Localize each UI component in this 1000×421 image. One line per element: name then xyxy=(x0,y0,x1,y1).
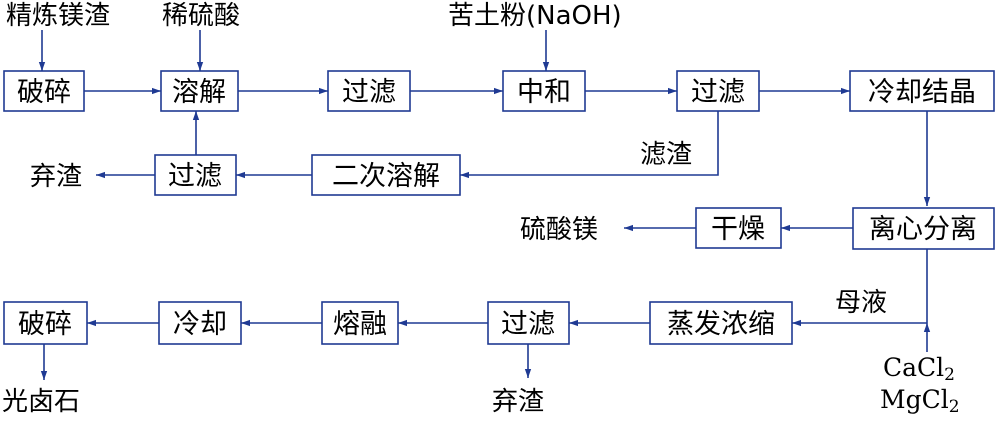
step-crush-1-label: 破碎 xyxy=(17,77,71,108)
step-neutralize-label: 中和 xyxy=(517,77,571,108)
additive-cacl2: CaCl2 xyxy=(883,353,955,385)
step-filter-1-label: 过滤 xyxy=(342,77,396,108)
step-crush-2: 破碎 xyxy=(3,301,88,345)
step-cool-crystallize: 冷却结晶 xyxy=(849,70,995,112)
step-dry-label: 干燥 xyxy=(711,214,765,245)
product-magnesium-sulfate: 硫酸镁 xyxy=(520,215,598,245)
additive-mgcl2-base: MgCl xyxy=(880,385,949,414)
step-evaporate: 蒸发浓缩 xyxy=(649,301,793,345)
step-filter-2-label: 过滤 xyxy=(691,77,745,108)
label-mother-liquor: 母液 xyxy=(835,288,887,318)
input-dilute-acid: 稀硫酸 xyxy=(162,1,240,31)
step-centrifuge: 离心分离 xyxy=(852,207,995,250)
step-melt-label: 熔融 xyxy=(333,309,387,340)
step-second-dissolve: 二次溶解 xyxy=(311,154,461,196)
flow-arrows xyxy=(38,30,931,380)
step-dry: 干燥 xyxy=(695,207,782,249)
step-melt: 熔融 xyxy=(321,301,399,345)
step-dissolve: 溶解 xyxy=(160,70,239,112)
step-cool-crystallize-label: 冷却结晶 xyxy=(868,77,976,108)
label-filter-residue: 滤渣 xyxy=(640,140,692,170)
step-centrifuge-label: 离心分离 xyxy=(869,214,977,245)
step-cool: 冷却 xyxy=(158,301,242,345)
step-filter-3: 过滤 xyxy=(154,154,237,196)
step-evaporate-label: 蒸发浓缩 xyxy=(667,309,775,340)
step-neutralize: 中和 xyxy=(502,70,586,112)
step-filter-4-label: 过滤 xyxy=(501,309,555,340)
step-dissolve-label: 溶解 xyxy=(172,77,226,108)
arrow-residue-to-second-dissolve xyxy=(460,111,719,179)
label-discard-residue-1: 弃渣 xyxy=(30,162,82,192)
additive-cacl2-base: CaCl xyxy=(883,353,944,382)
step-filter-3-label: 过滤 xyxy=(168,161,222,192)
step-crush-2-label: 破碎 xyxy=(18,309,72,340)
additive-mgcl2: MgCl2 xyxy=(880,385,960,417)
step-filter-1: 过滤 xyxy=(327,70,411,112)
step-cool-label: 冷却 xyxy=(173,309,227,340)
step-filter-2: 过滤 xyxy=(676,70,760,112)
step-second-dissolve-label: 二次溶解 xyxy=(332,161,440,192)
product-carnallite: 光卤石 xyxy=(2,387,80,417)
additive-cacl2-subscript: 2 xyxy=(944,365,955,385)
additive-mgcl2-subscript: 2 xyxy=(949,397,960,417)
step-filter-4: 过滤 xyxy=(487,301,570,345)
label-discard-residue-2: 弃渣 xyxy=(492,387,544,417)
step-crush-1: 破碎 xyxy=(3,70,85,112)
input-refined-slag: 精炼镁渣 xyxy=(6,1,110,31)
input-bittern-powder: 苦土粉(NaOH) xyxy=(448,1,622,31)
